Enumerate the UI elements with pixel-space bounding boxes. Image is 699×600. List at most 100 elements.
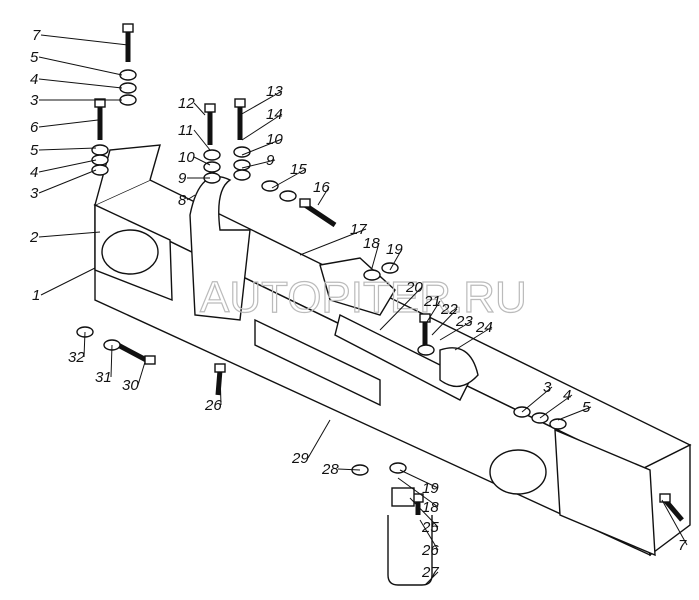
callout-27: 27 [421,564,439,581]
leader-line [83,331,86,358]
leader-line [389,248,403,271]
nut-washer [233,169,251,181]
leader-line [521,386,553,413]
leader-line [40,267,96,296]
callout-7: 7 [678,537,687,554]
callout-13: 13 [266,83,283,100]
bolt-head [144,355,156,365]
callout-2: 2 [29,229,39,246]
leader-line [424,571,439,586]
bolt-head [204,103,216,113]
leader-line [409,497,439,528]
callout-11: 11 [178,122,194,139]
nut-washer [203,149,221,161]
reinforcement-plate [334,313,471,401]
bolt-head [94,98,106,108]
callout-32: 32 [68,349,85,366]
leader-line [38,119,99,128]
callout-4: 4 [563,387,571,404]
leader-line [38,78,123,89]
right-end-cap [554,428,656,557]
callout-31: 31 [95,369,112,386]
towing-hook [189,175,479,388]
leader-line [241,138,283,156]
callout-16: 16 [313,179,330,196]
leader-line [241,113,283,141]
leader-line [424,300,441,326]
leader-line [193,129,211,151]
clamp-block [391,487,415,507]
callout-30: 30 [122,377,139,394]
bolt [663,498,684,522]
bolt-head [234,98,246,108]
callout-19: 19 [386,241,403,258]
bolt-head [419,313,431,323]
nut-washer [549,418,567,430]
left-light-opening [101,229,159,275]
callout-5: 5 [582,399,591,416]
leader-line [539,394,573,419]
leader-line [38,147,97,151]
callout-9: 9 [178,170,187,187]
leader-line [38,169,97,194]
callout-5: 5 [30,49,39,66]
callout-20: 20 [405,279,423,296]
leader-line [299,228,367,256]
leader-line [397,477,439,508]
leader-line [186,194,196,201]
leader-line [38,159,97,173]
leader-line [661,499,688,546]
nut-washer [119,94,137,106]
callout-19: 19 [422,480,439,497]
callout-3: 3 [30,185,39,202]
leader-line [271,168,307,189]
leader-line [419,519,439,551]
callout-3: 3 [543,379,552,396]
left-bracket [94,144,161,206]
callout-4: 4 [30,71,38,88]
callout-15: 15 [290,161,307,178]
leader-line [219,371,222,406]
callout-5: 5 [30,142,39,159]
callout-22: 22 [440,301,458,318]
nut-washer [233,159,251,171]
callout-29: 29 [291,450,309,467]
nut-washer [233,146,251,158]
bolt-head [214,363,226,373]
bolt [303,202,337,228]
right-light-opening [489,449,547,495]
nut-washer [279,190,297,202]
leader-line [399,469,439,489]
front-slot [254,318,381,407]
callout-1: 1 [32,287,40,304]
bolt-head [122,23,134,33]
callout-24: 24 [475,319,493,336]
callout-23: 23 [455,313,473,330]
callout-12: 12 [178,95,195,112]
bracket [319,257,396,316]
leader-line [241,159,276,169]
leader-line [193,156,211,166]
leader-line [110,344,113,378]
leader-line [38,231,101,238]
nut-washer [119,69,137,81]
bolt-head [659,493,671,503]
nut-washer [363,269,381,281]
leader-line [317,186,330,206]
nut-washer [417,344,435,356]
callout-10: 10 [178,149,195,166]
nut-washer [261,180,279,192]
leader-line [431,308,458,336]
callout-7: 7 [32,27,41,44]
nut-washer [91,144,109,156]
leader-line [337,468,361,471]
nut-washer [119,82,137,94]
callout-25: 25 [421,519,439,536]
leader-line [193,102,206,116]
callout-6: 6 [30,119,39,136]
callout-14: 14 [266,106,283,123]
callout-18: 18 [422,499,439,516]
callout-28: 28 [321,461,339,478]
